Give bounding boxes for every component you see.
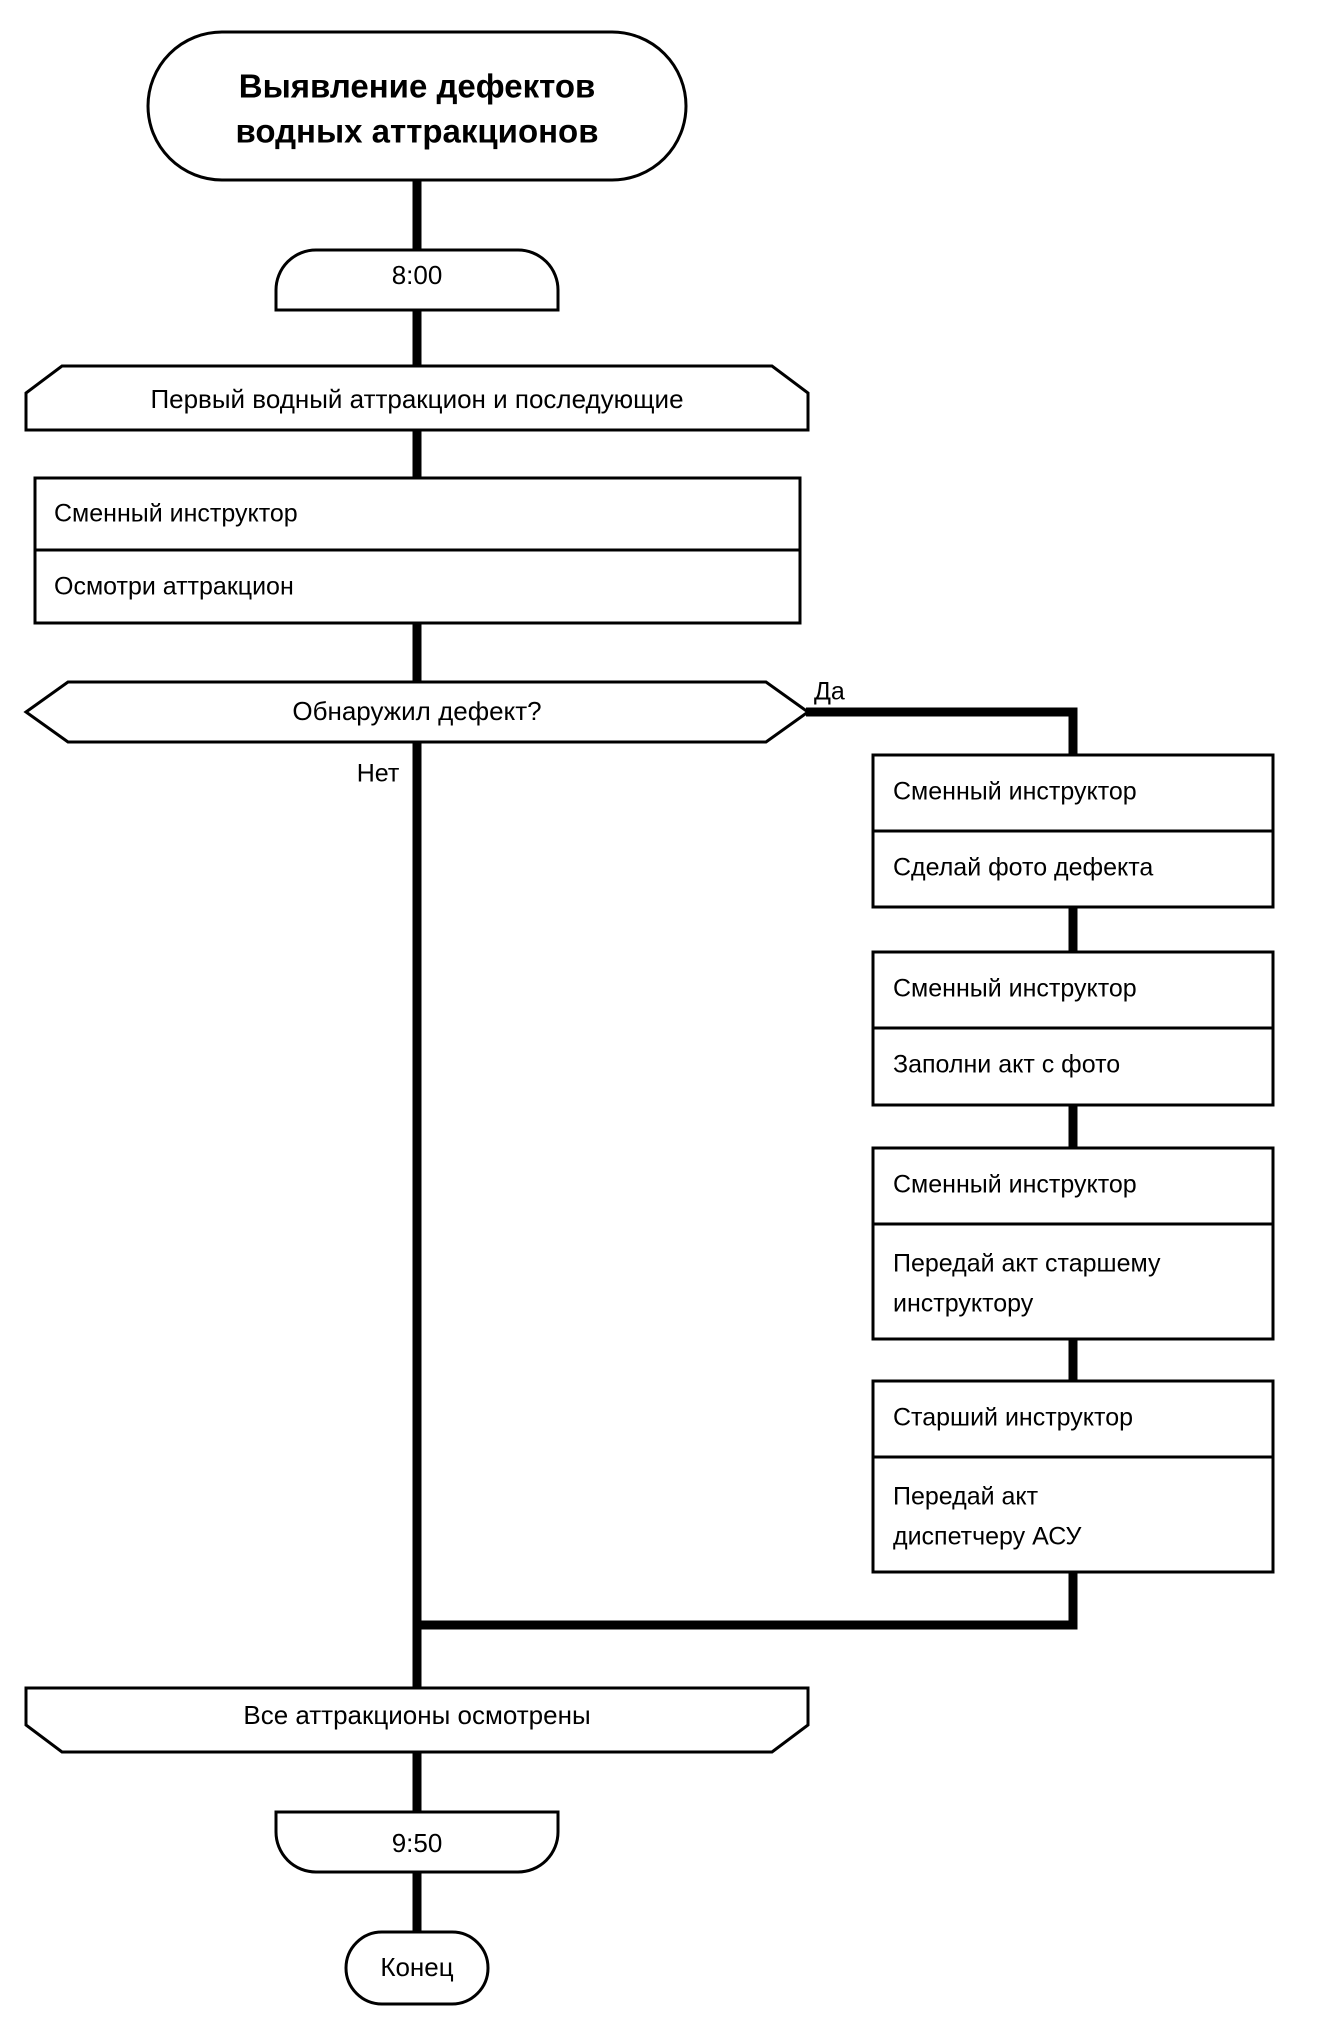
node-all-inspected[interactable]: Все аттракционы осмотрены xyxy=(24,1686,810,1754)
node-end[interactable]: Конец xyxy=(344,1930,490,2006)
node-first-attraction[interactable]: Первый водный аттракцион и последующие xyxy=(24,364,810,432)
start-time-shape xyxy=(274,248,560,312)
all-inspected-shape xyxy=(24,1686,810,1754)
first-attraction-label: Первый водный аттракцион и последующие xyxy=(150,384,683,414)
node-handover-asu[interactable]: Старший инструктор Передай акт диспетчер… xyxy=(871,1379,1275,1574)
handover-asu-role-label: Старший инструктор xyxy=(893,1404,1133,1432)
handover-senior-action-line1: Передай акт старшему xyxy=(893,1250,1161,1278)
connector-decision-yes-to-photo xyxy=(806,707,1078,755)
end-time-label: 9:50 xyxy=(392,1828,443,1858)
photo-role-label: Сменный инструктор xyxy=(893,778,1137,806)
start-title-line2: водных аттракционов xyxy=(236,113,599,150)
inspect-role-label: Сменный инструктор xyxy=(54,500,298,528)
node-start-time[interactable]: 8:00 xyxy=(274,248,560,312)
start-terminator-shape xyxy=(146,30,688,182)
start-time-label: 8:00 xyxy=(392,260,443,290)
decision-branch-no-label: Нет xyxy=(357,760,400,788)
connectors-layer xyxy=(412,180,1078,1932)
handover-asu-action-line1: Передай акт xyxy=(893,1483,1039,1511)
node-inspect[interactable]: Сменный инструктор Осмотри аттракцион xyxy=(33,476,802,625)
node-decision[interactable]: Обнаружил дефект? Да Нет xyxy=(23,678,845,788)
start-title-line1: Выявление дефектов xyxy=(239,68,596,105)
handover-senior-box-shape xyxy=(871,1146,1275,1341)
node-handover-senior[interactable]: Сменный инструктор Передай акт старшему … xyxy=(871,1146,1275,1341)
node-act[interactable]: Сменный инструктор Заполни акт с фото xyxy=(871,950,1275,1107)
decision-branch-yes-label: Да xyxy=(814,678,845,706)
handover-asu-box-shape xyxy=(871,1379,1275,1574)
first-attraction-shape xyxy=(24,364,810,432)
end-terminator-shape xyxy=(344,1930,490,2006)
node-end-time[interactable]: 9:50 xyxy=(274,1810,560,1874)
inspect-action-label: Осмотри аттракцион xyxy=(54,573,294,601)
handover-senior-role-label: Сменный инструктор xyxy=(893,1171,1137,1199)
act-action-label: Заполни акт с фото xyxy=(893,1051,1120,1079)
decision-hexagon-shape xyxy=(23,680,811,744)
handover-asu-action-line2: диспетчеру АСУ xyxy=(893,1523,1081,1551)
end-time-shape xyxy=(274,1810,560,1874)
end-label: Конец xyxy=(380,1952,453,1982)
act-role-label: Сменный инструктор xyxy=(893,975,1137,1003)
all-inspected-label: Все аттракционы осмотрены xyxy=(243,1700,590,1730)
connector-handover-asu-to-merge xyxy=(417,1572,1078,1630)
node-start[interactable]: Выявление дефектов водных аттракционов xyxy=(146,30,688,182)
node-photo[interactable]: Сменный инструктор Сделай фото дефекта xyxy=(871,753,1275,909)
decision-label: Обнаружил дефект? xyxy=(292,696,541,726)
handover-senior-action-line2: инструктору xyxy=(893,1290,1034,1318)
photo-action-label: Сделай фото дефекта xyxy=(893,854,1153,882)
